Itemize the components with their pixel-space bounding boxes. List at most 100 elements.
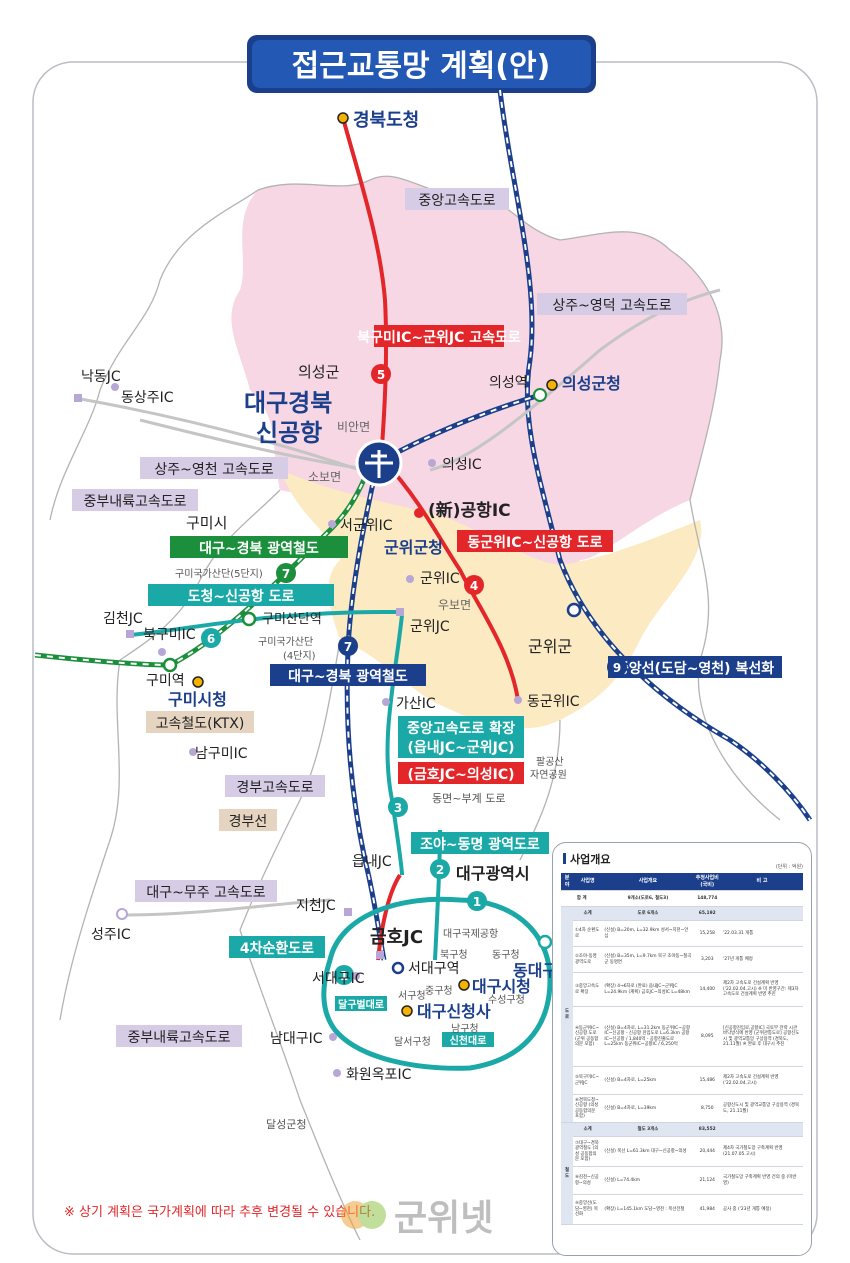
label-seogu: 서구청 [398, 990, 426, 1002]
station-markers [162, 112, 582, 1017]
svg-text:7: 7 [344, 640, 352, 654]
project-summary-panel: 사업개요 (단위 : 억원) 분야 사업명 사업개요 추정사업비(국비) 비 고… [552, 842, 812, 1256]
label-gumi-ind4-1: 구미국가산단 [258, 636, 313, 648]
label-gasan-ic: 가산IC [396, 696, 436, 712]
label-route-9: 중앙선(도담~영천) 복선화 [616, 660, 774, 677]
th-project: 사업명 [573, 873, 603, 891]
label-uiseong-gun: 의성군 [298, 363, 340, 381]
svg-text:3: 3 [394, 801, 402, 815]
region-uiseong [231, 176, 722, 589]
table-row: ⑥경북도청~신공항 (의성 공동합의문 포함)(신설) B=4차로, L=39k… [561, 1094, 803, 1123]
svg-text:2: 2 [436, 863, 444, 877]
label-eupnae-jc: 읍내JC [352, 854, 392, 870]
table-row: ③중앙고속도로 확장(확장) 4→6차로 (완료) 읍내JC~군위JC L=24… [561, 972, 803, 1007]
airport-icon [355, 439, 403, 487]
label-seogunwi-ic: 서군위IC [340, 518, 393, 534]
label-dalseo: 달서구청 [394, 1036, 431, 1048]
label-route-3a-line2: (읍내JC~군위JC) [407, 740, 514, 756]
summary-table: 분야 사업명 사업개요 추정사업비(국비) 비 고 합 계 9개소(도로6, 철… [561, 873, 803, 1225]
label-gunwi-jc: 군위JC [410, 619, 450, 635]
label-ktx: 고속철도(KTX) [156, 716, 245, 732]
label-junggu: 중구청 [425, 985, 453, 997]
th-note: 비 고 [721, 873, 803, 891]
label-airport-line1: 대구경북 [244, 389, 332, 417]
label-daegu-city: 대구시청 [472, 977, 531, 996]
label-gumisan-station: 구미산단역 [262, 612, 322, 627]
summary-title: 사업개요 [563, 851, 610, 867]
label-gunwi-ic: 군위IC [420, 571, 460, 587]
label-gunwi-gun: 군위군 [528, 637, 572, 656]
label-gumi-station: 구미역 [146, 673, 185, 689]
page-title: 접근교통망 계획(안) [292, 49, 551, 84]
label-route-1: 4차순환도로 [240, 940, 314, 957]
label-gumi-ind4-2: (4단지) [283, 650, 316, 662]
th-field: 분야 [561, 873, 573, 891]
label-gumi-office: 구미시청 [168, 690, 227, 709]
label-route-5: 도청~신공항 도로 [188, 588, 295, 605]
label-bukgu: 북구청 [440, 949, 468, 961]
label-route-3a-line1: 중앙고속도로 확장 [407, 720, 515, 737]
admin-boundaries [49, 175, 781, 1241]
route-number-markers: 5 7 4 6 7 9 3 2 1 1 [201, 364, 627, 985]
label-ubo: 우보면 [438, 598, 471, 612]
watermark-text: 군위넷 [394, 1198, 493, 1239]
label-gyeongbu-line: 경부선 [229, 814, 268, 830]
route-1-ring [321, 896, 553, 1071]
th-cost: 추정사업비(국비) [693, 873, 722, 891]
route-3-line [385, 614, 404, 876]
label-route-3b: (금호JC~의성IC) [407, 766, 514, 783]
label-gyeongbu-exp: 경부고속도로 [236, 780, 313, 796]
label-seodaegu-station: 서대구역 [408, 961, 460, 977]
label-seodaegu-ic: 서대구IC [312, 971, 365, 987]
label-daegu-new-office: 대구신청사 [417, 1002, 491, 1021]
label-geumho-jc: 금호JC [370, 927, 423, 948]
svg-text:6: 6 [207, 632, 215, 646]
label-uiseong-ic: 의성IC [442, 457, 482, 473]
svg-text:4: 4 [470, 579, 478, 593]
label-jungang-exp: 중앙고속도로 [418, 193, 495, 209]
label-route-2: 조야~동명 광역도로 [420, 836, 540, 853]
map-text-labels: 경북도청 의성군 대구경북 신공항 비안면 의성역 의성군청 낙동JC 동상주I… [81, 110, 621, 1131]
label-new-airport-ic: (新)공항IC [428, 500, 511, 521]
label-sincheon: 신천대로 [450, 1034, 487, 1047]
label-nakdong-jc: 낙동JC [81, 369, 121, 385]
expressway-labels: 중앙고속도로 상주~영덕 고속도로 상주~영천 고속도로 중부내륙고속도로 고속… [72, 188, 687, 1047]
label-uiseong-office: 의성군청 [562, 374, 621, 393]
road-subtotal-row: 도로 소계 도로 6개소 65,192 [561, 906, 803, 1123]
table-row: ④동군위IC~신공항 도로 (군위 공동합의문 포함)(신설) B=4차로, L… [561, 1006, 803, 1067]
label-dalgubeol: 달구벌대로 [338, 998, 384, 1011]
label-suseong: 수성구청 [488, 994, 525, 1006]
label-route-8: 대구~경북 광역철도 [199, 540, 319, 557]
label-uiseong-station: 의성역 [489, 375, 528, 391]
label-sobo: 소보면 [308, 470, 341, 484]
svg-text:9: 9 [613, 661, 621, 675]
svg-text:1: 1 [473, 895, 481, 909]
summary-unit: (단위 : 억원) [775, 864, 803, 870]
label-sangju-yeongcheon-exp: 상주~영천 고속도로 [154, 462, 273, 478]
label-seongju-ic: 성주IC [91, 927, 131, 943]
label-bian: 비안면 [337, 420, 370, 434]
th-overview: 사업개요 [602, 873, 694, 891]
label-gyeongbuk-office: 경북도청 [353, 110, 419, 131]
rail-subtotal-row: 철도 소계 철도 3개소 83,552 [561, 1122, 803, 1225]
route-labels: 북구미IC~군위JC 고속도로 대구~경북 광역철도 동군위IC~신공항 도로 … [148, 325, 782, 1047]
label-jicheon-jc: 지천JC [296, 898, 336, 914]
ic-markers [74, 383, 522, 1077]
table-row: ⑨중앙선(도담~영천) 복선화(확장) L=145.1km 도담~영천 : 복선… [561, 1194, 803, 1225]
label-donggu: 동구청 [492, 949, 520, 961]
footnote: ※ 상기 계획은 국가계획에 따라 추후 변경될 수 있습니다. [64, 1205, 375, 1220]
label-dongsangju-ic: 동상주IC [121, 390, 174, 406]
label-palgongsan: 팔공산 [536, 756, 564, 768]
label-namgumi-ic: 남구미IC [195, 746, 248, 762]
total-row: 합 계 9개소(도로6, 철도3) 148,774 [561, 890, 803, 907]
label-palgongsan-2: 자연공원 [530, 769, 567, 781]
label-gumi-ind5: 구미국가산단(5단지) [175, 568, 263, 580]
label-bukgumi-ic: 북구미IC [143, 627, 196, 643]
label-donggunwi-ic: 동군위IC [527, 694, 580, 710]
label-gumi-si: 구미시 [186, 514, 227, 532]
label-airport-line2: 신공항 [256, 419, 322, 447]
svg-text:5: 5 [377, 368, 385, 382]
